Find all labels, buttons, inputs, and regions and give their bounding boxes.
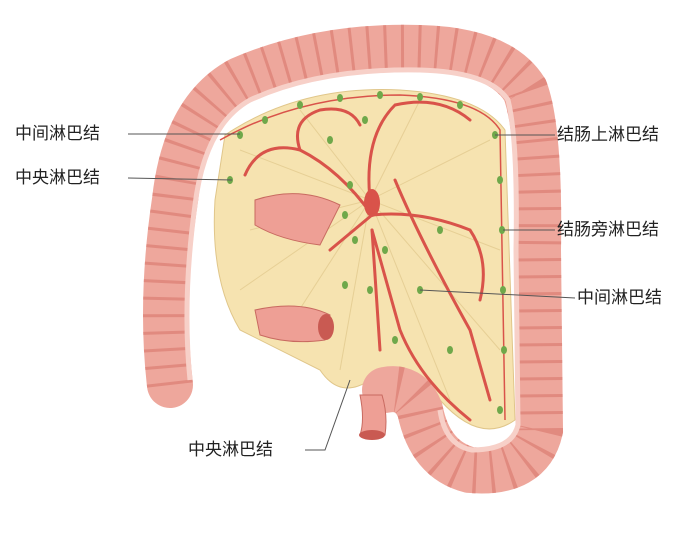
- rectum-stump: [359, 394, 387, 436]
- label-right-intermediate-nodes: 中间淋巴结: [577, 288, 662, 308]
- label-bottom-central-nodes: 中央淋巴结: [188, 440, 273, 460]
- ileum-stump: [254, 193, 341, 246]
- label-epicolic-nodes: 结肠上淋巴结: [557, 125, 659, 145]
- lymph-nodes: [227, 91, 507, 414]
- mesentery: [213, 89, 516, 430]
- label-left-intermediate-nodes: 中间淋巴结: [15, 124, 100, 144]
- vessels: [243, 100, 492, 422]
- label-left-central-nodes: 中央淋巴结: [15, 168, 100, 188]
- label-paracolic-nodes: 结肠旁淋巴结: [557, 220, 659, 240]
- mesentery-folds: [239, 99, 501, 401]
- leader-lines: [127, 133, 576, 451]
- intestine-stump: [254, 305, 331, 343]
